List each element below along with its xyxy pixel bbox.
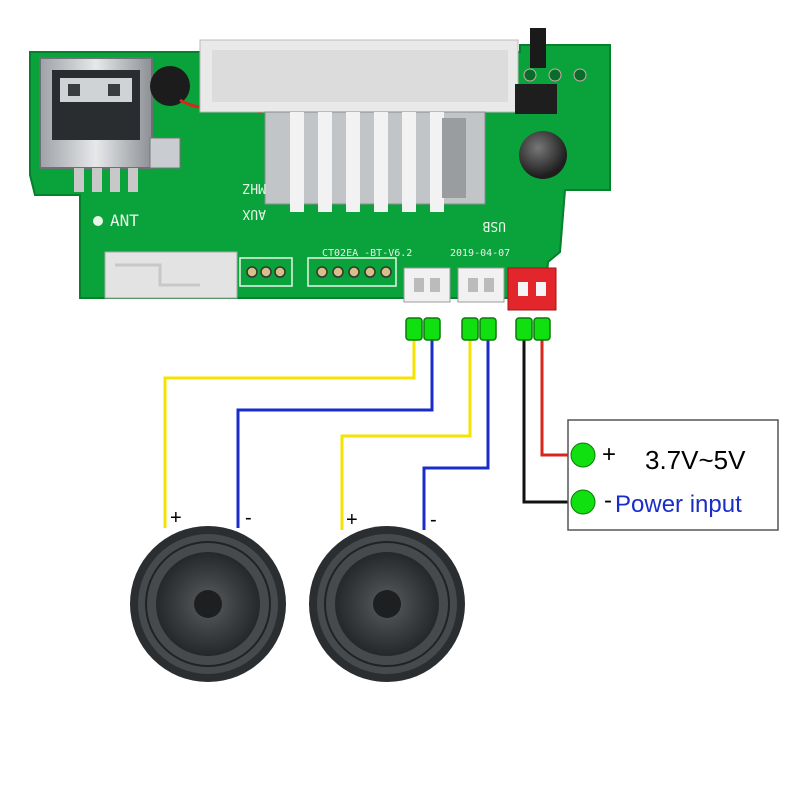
speaker-connector-left (403, 267, 451, 303)
speaker1-plus-label: + (170, 507, 182, 529)
terminal-pads (405, 317, 551, 341)
silkscreen-usb: USB (482, 218, 506, 233)
display-module (199, 28, 546, 113)
power-input-label: Power input (615, 491, 742, 518)
speaker1-minus-label: - (245, 507, 252, 529)
header-5pin (307, 257, 397, 287)
speaker-1: + - (130, 507, 286, 682)
sd-card-slot (264, 111, 486, 212)
capacitor (519, 131, 567, 179)
antenna-coil (150, 66, 190, 106)
terminal-s1-neg (423, 317, 441, 341)
terminal-s2-pos (461, 317, 479, 341)
power-connector (507, 267, 557, 311)
power-voltage: 3.7V~5V (645, 445, 746, 475)
terminal-pwr-neg (515, 317, 533, 341)
speaker2-plus-label: + (346, 509, 358, 531)
header-3pin (239, 257, 293, 287)
terminal-pwr-pos (533, 317, 551, 341)
transistor (515, 84, 557, 114)
speaker2-minus-label: - (430, 509, 437, 531)
wires (163, 336, 580, 530)
terminal-s2-neg (479, 317, 497, 341)
power-positive-terminal (570, 442, 596, 468)
terminal-s1-pos (405, 317, 423, 341)
wire-speaker1-negative (236, 336, 434, 528)
wire-power-negative (522, 336, 580, 504)
power-minus-sign: - (604, 487, 612, 514)
silkscreen-ant: ANT (110, 211, 139, 230)
wire-speaker2-negative (422, 336, 490, 530)
usb-port (39, 57, 181, 192)
power-input-box: + 3.7V~5V - Power input (567, 419, 779, 531)
wire-speaker1-positive (163, 336, 416, 528)
silkscreen-aux: AUX (242, 206, 266, 221)
silkscreen-mhz: MHZ (242, 180, 266, 195)
silkscreen-model: CT02EA -BT-V6.2 (322, 248, 412, 259)
silkscreen-date: 2019-04-07 (450, 248, 510, 259)
speaker-connector-right (457, 267, 505, 303)
wire-speaker2-positive (340, 336, 472, 530)
speaker-2: + - (309, 509, 465, 682)
bluetooth-module (104, 251, 238, 299)
pcb-board: ANT MHZ AUX USB CT02EA -BT-V6.2 2019-04-… (29, 28, 611, 311)
power-box-frame (567, 419, 779, 531)
power-plus-sign: + (602, 441, 616, 468)
power-negative-terminal (570, 489, 596, 515)
